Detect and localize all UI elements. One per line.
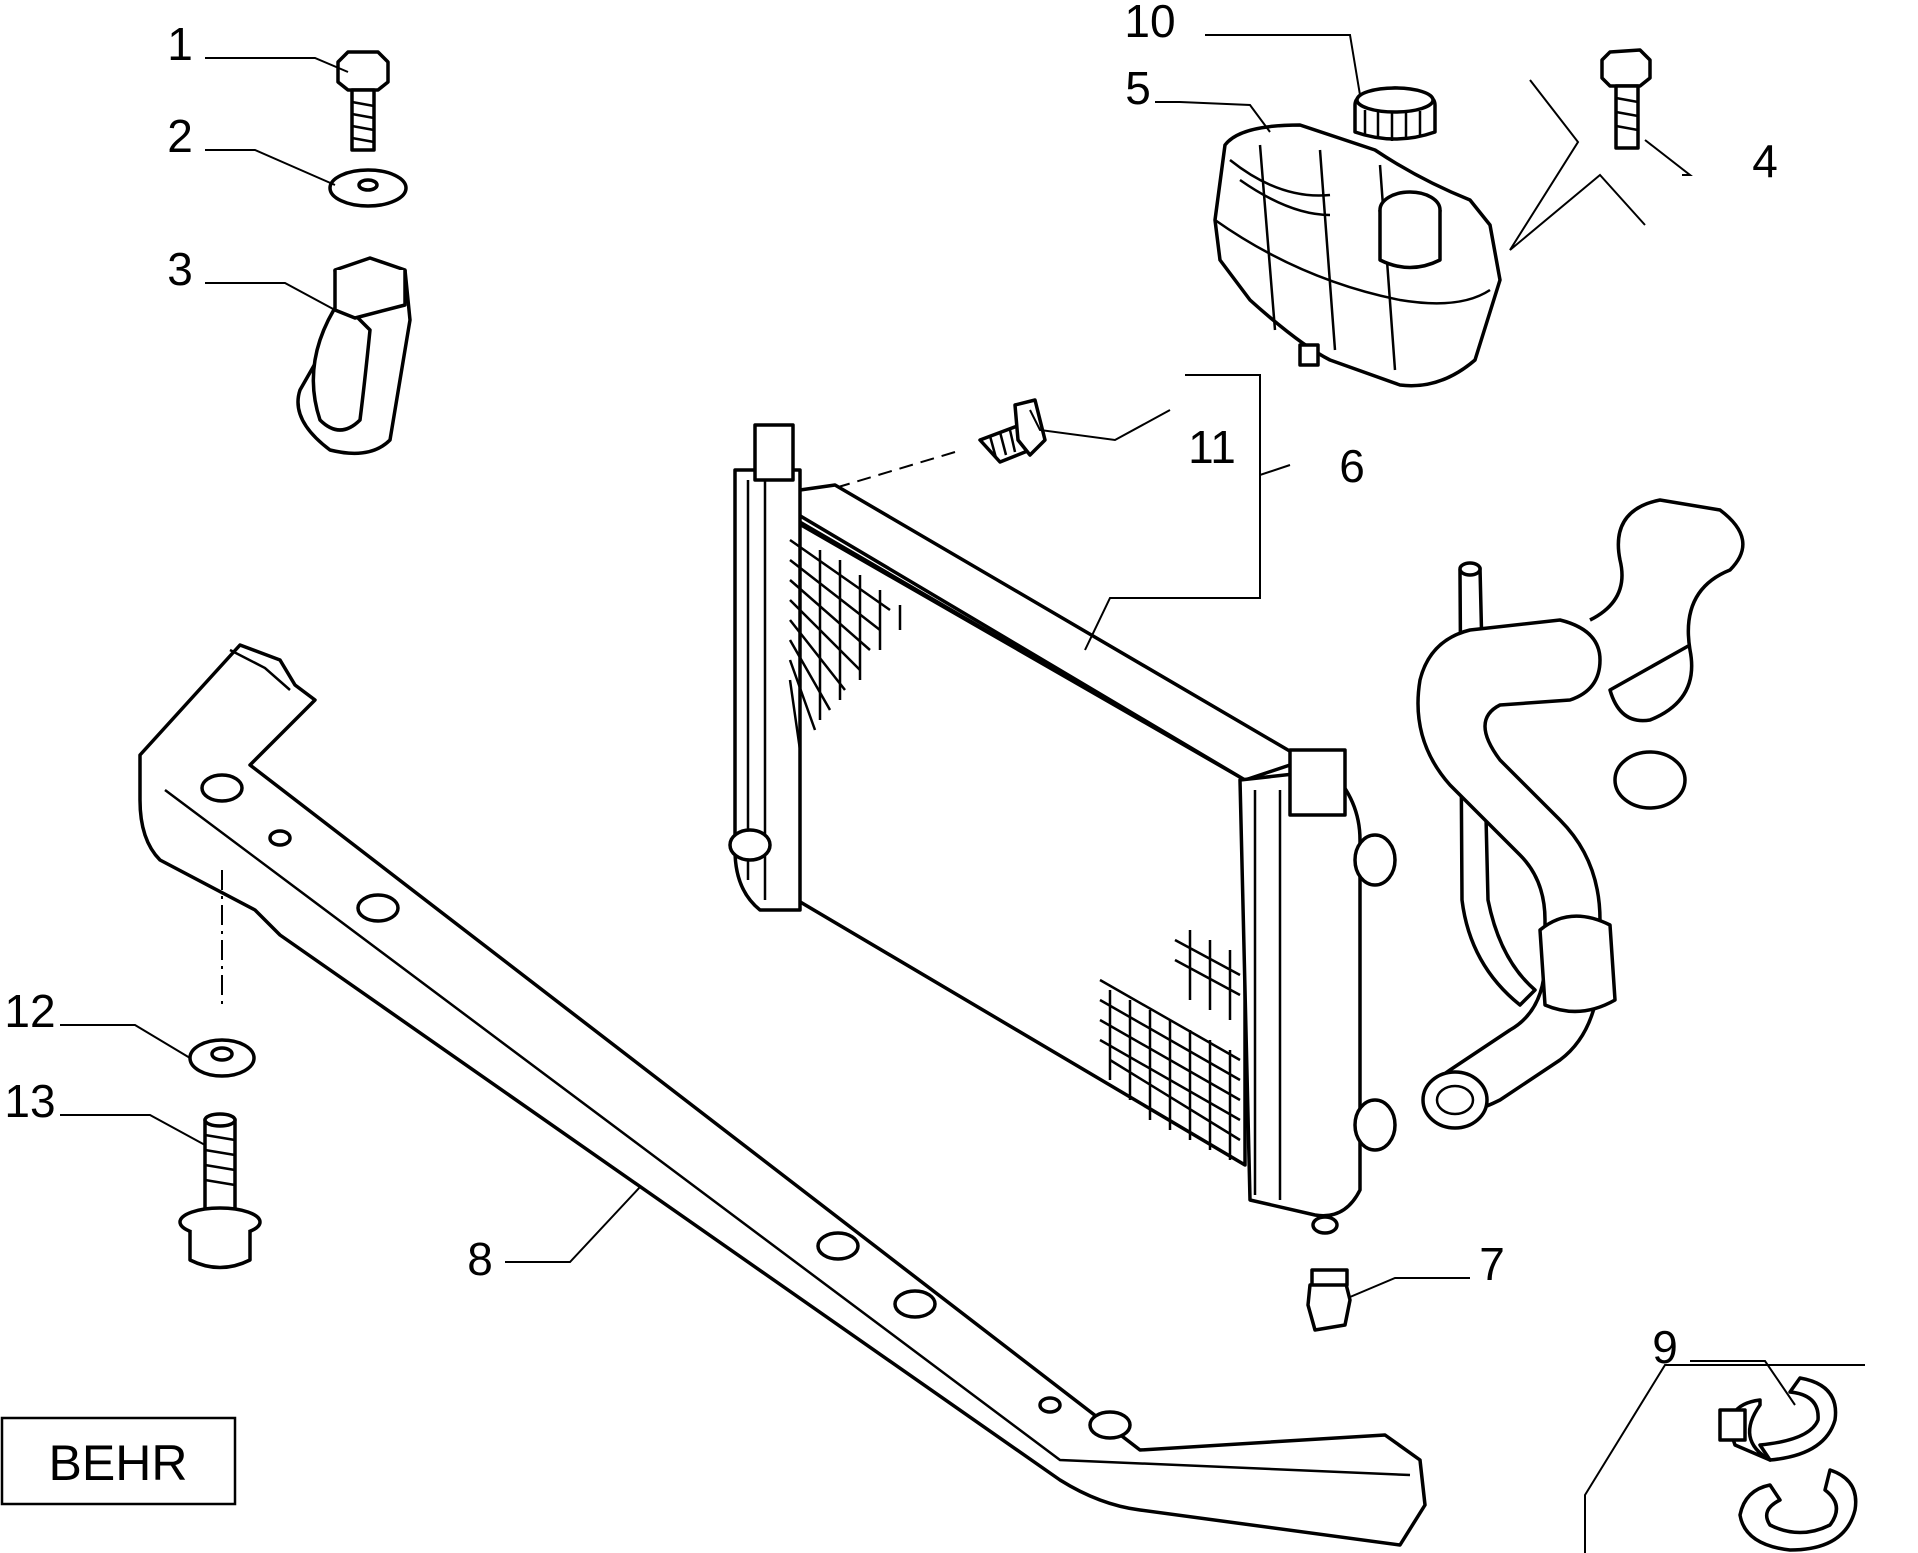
callout-2: 2: [167, 110, 193, 162]
callout-11: 11: [1188, 421, 1236, 473]
part-bracket-3: [296, 256, 412, 456]
callout-7: 7: [1479, 1238, 1505, 1290]
callout-5: 5: [1125, 62, 1151, 114]
callout-13: 13: [4, 1075, 55, 1127]
brand-label: BEHR: [49, 1435, 188, 1491]
part-bolt-1: [336, 50, 390, 152]
part-expansion-tank-5: [1213, 123, 1502, 388]
callout-4: 4: [1752, 135, 1778, 187]
part-hoses: [1416, 498, 1745, 1130]
part-bolt-13: [178, 1112, 262, 1270]
part-clamp-9: [1718, 1376, 1858, 1552]
bleed-screw-guide-line: [834, 451, 956, 489]
assembly-arrow: [1509, 79, 1646, 251]
callout-10: 10: [1124, 0, 1175, 47]
part-drain-plug-7: [1306, 1268, 1352, 1332]
clamp-kit-frame: [1584, 1364, 1865, 1553]
part-cap-10: [1353, 86, 1437, 141]
callout-labels: 1 2 3 4 5 6 7 8 9 10 11 12 13: [4, 0, 1777, 1373]
part-bolt-4: [1600, 48, 1652, 150]
callout-12: 12: [4, 985, 55, 1037]
callout-3: 3: [167, 243, 193, 295]
part-bleed-screw-11: [978, 398, 1047, 464]
brand-box: BEHR: [0, 1416, 237, 1506]
part-washer-12: [188, 1038, 256, 1078]
callout-1: 1: [167, 18, 193, 70]
part-crossmember-8: [138, 643, 1427, 1547]
callout-6: 6: [1339, 440, 1365, 492]
part-radiator-6: [728, 423, 1397, 1235]
part-washer-2: [328, 168, 408, 208]
leader-lines: [60, 34, 1796, 1406]
callout-9: 9: [1652, 1321, 1678, 1373]
callout-8: 8: [467, 1233, 493, 1285]
